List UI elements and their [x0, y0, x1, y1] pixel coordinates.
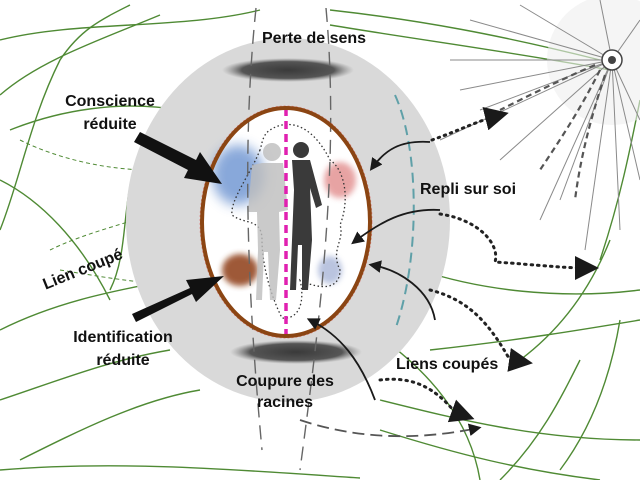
- thin-arrows: [306, 140, 441, 401]
- label-identification-line2: réduite: [96, 352, 150, 369]
- label-coupure-line2: racines: [256, 394, 314, 411]
- brown-oval: [200, 106, 372, 338]
- label-perte-de-sens: Perte de sens: [262, 30, 367, 47]
- label-conscience-reduite: Conscience réduite: [46, 92, 174, 135]
- bottom-shadow-disc: [230, 340, 362, 364]
- bottom-dashed-arrow: [299, 419, 482, 438]
- label-liens-coupes: Liens coupés: [396, 356, 499, 373]
- label-identification-reduite: Identification réduite: [48, 328, 198, 371]
- label-coupure-line1: Coupure des: [236, 373, 334, 390]
- dashed-guide-lines: [247, 7, 332, 471]
- brown-blob: [222, 254, 258, 286]
- label-repli-sur-soi: Repli sur soi: [420, 181, 517, 198]
- human-figures: [248, 142, 322, 300]
- label-conscience-line2: réduite: [83, 116, 137, 133]
- dotted-arrows: [378, 107, 599, 423]
- red-blob: [324, 162, 356, 198]
- teal-arc: [394, 94, 415, 331]
- thick-arrows: [132, 132, 224, 322]
- radial-network-sketch: [439, 0, 640, 251]
- label-conscience-line1: Conscience: [65, 93, 155, 110]
- label-coupure-des-racines: Coupure des racines: [210, 372, 360, 413]
- label-identification-line1: Identification: [73, 329, 173, 346]
- figure-dotted-contour: [231, 123, 346, 319]
- top-shadow-disc: [222, 58, 354, 82]
- lightblue-blob: [318, 256, 342, 284]
